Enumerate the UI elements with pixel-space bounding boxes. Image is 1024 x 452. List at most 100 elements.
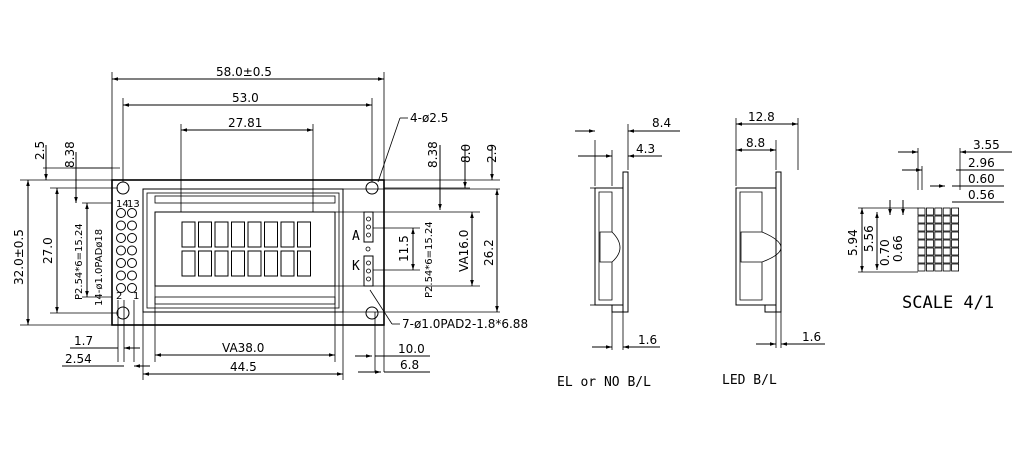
dot bbox=[934, 231, 943, 240]
dim-right-margin-1: 10.0 bbox=[398, 342, 425, 356]
dot bbox=[917, 255, 926, 264]
character-cells bbox=[181, 221, 311, 277]
note-pads: 7-ø1.0PAD2-1.8*6.88 bbox=[402, 317, 528, 331]
char-cell bbox=[280, 250, 295, 277]
pin-hole bbox=[116, 283, 126, 293]
char-cell bbox=[231, 221, 245, 248]
pin-hole bbox=[116, 220, 126, 231]
dim-right-pitch: P2.54*6=15.24 bbox=[424, 221, 435, 298]
pin-hole bbox=[127, 220, 137, 231]
dot bbox=[926, 239, 934, 248]
dim-left-margin-2: 2.54 bbox=[65, 352, 92, 366]
char-cell bbox=[198, 250, 212, 277]
dot bbox=[926, 263, 934, 272]
dot bbox=[942, 215, 951, 224]
dim-top-right-2: 8.0 bbox=[459, 144, 473, 163]
dim-char-area-width: 27.81 bbox=[228, 116, 262, 130]
pin-hole bbox=[116, 233, 126, 243]
dot bbox=[934, 255, 943, 264]
dim-pad-height: 11.5 bbox=[397, 235, 411, 262]
char-cell bbox=[280, 221, 295, 248]
char-cell bbox=[181, 221, 196, 248]
el-dim-pcb: 1.6 bbox=[638, 333, 657, 347]
dot bbox=[926, 231, 934, 240]
dot bbox=[942, 223, 951, 232]
pad-hole bbox=[366, 268, 371, 274]
character-detail: 3.55 2.96 0.60 0.56 5.94 5.56 0.70 0.66 … bbox=[846, 138, 1012, 313]
el-dim-total: 8.4 bbox=[652, 116, 671, 130]
dot bbox=[942, 247, 951, 256]
dim-overall-height: 32.0±0.5 bbox=[12, 229, 26, 285]
led-dim-total: 12.8 bbox=[748, 110, 775, 124]
dot bbox=[917, 207, 926, 216]
led-caption: LED B/L bbox=[722, 373, 777, 388]
detail-w4: 0.56 bbox=[968, 188, 995, 202]
dot bbox=[917, 247, 926, 256]
dot bbox=[926, 247, 934, 256]
dot bbox=[934, 239, 943, 248]
pin-hole bbox=[116, 208, 126, 218]
detail-w1: 3.55 bbox=[973, 138, 1000, 152]
dot bbox=[934, 207, 943, 216]
cathode-pad bbox=[363, 255, 374, 287]
dot bbox=[951, 215, 959, 224]
dot bbox=[934, 223, 943, 232]
dot bbox=[942, 239, 951, 248]
dot bbox=[926, 215, 934, 224]
mount-hole bbox=[116, 181, 130, 195]
viewing-area bbox=[154, 211, 336, 287]
dot bbox=[951, 223, 959, 232]
dim-hole-spacing-height: 27.0 bbox=[41, 237, 55, 264]
detail-h2: 5.56 bbox=[862, 225, 876, 252]
dim-hole-spacing-width: 53.0 bbox=[232, 91, 259, 105]
char-cell bbox=[297, 221, 311, 248]
mount-hole bbox=[116, 306, 130, 320]
dot bbox=[917, 263, 926, 272]
dot bbox=[951, 207, 959, 216]
dot bbox=[934, 263, 943, 272]
pin-hole bbox=[116, 245, 126, 256]
cathode-label: K bbox=[352, 259, 360, 274]
pin-hole bbox=[116, 258, 126, 268]
dim-bezel-height: 26.2 bbox=[482, 239, 496, 266]
dim-left-margin-1: 1.7 bbox=[74, 334, 93, 348]
side-view-el: 8.4 4.3 1.6 EL or NO B/L bbox=[557, 116, 680, 390]
pcb-outline bbox=[111, 179, 385, 326]
el-dim-inner: 4.3 bbox=[636, 142, 655, 156]
pin-hole bbox=[127, 258, 137, 268]
detail-h4: 0.66 bbox=[891, 235, 905, 262]
front-view: 14 13 2 1 A K bbox=[12, 65, 528, 380]
led-dim-pcb: 1.6 bbox=[802, 330, 821, 344]
pin-label-14: 14 bbox=[116, 199, 129, 210]
dim-pin-pitch: P2.54*6=15.24 bbox=[74, 223, 85, 300]
bezel-outline bbox=[142, 188, 344, 313]
scale-label: SCALE 4/1 bbox=[902, 293, 994, 313]
detail-h1: 5.94 bbox=[846, 229, 860, 256]
side-view-led: 12.8 8.8 1.6 LED B/L bbox=[722, 110, 825, 388]
dot bbox=[942, 231, 951, 240]
pin-label-13: 13 bbox=[127, 199, 140, 210]
mount-hole bbox=[365, 306, 379, 320]
dim-overall-width: 58.0±0.5 bbox=[216, 65, 272, 79]
pad-hole bbox=[366, 224, 371, 230]
dot bbox=[934, 247, 943, 256]
char-cell bbox=[198, 221, 212, 248]
pin-hole bbox=[127, 270, 137, 281]
pad-hole bbox=[366, 232, 371, 238]
dim-top-margin-1: 2.5 bbox=[33, 141, 47, 160]
char-cell bbox=[214, 250, 229, 277]
dot bbox=[951, 231, 959, 240]
dim-va-height: VA16.0 bbox=[457, 230, 471, 272]
detail-h3: 0.70 bbox=[878, 239, 892, 266]
char-cell bbox=[247, 221, 262, 248]
char-cell bbox=[264, 250, 278, 277]
dot bbox=[934, 215, 943, 224]
dot bbox=[917, 223, 926, 232]
char-cell bbox=[214, 221, 229, 248]
note-mount-holes: 4-ø2.5 bbox=[410, 111, 448, 125]
anode-label: A bbox=[352, 229, 360, 244]
pin-label-2: 2 bbox=[116, 291, 122, 302]
dim-top-right-1: 8.38 bbox=[426, 141, 440, 168]
pin-label-1: 1 bbox=[133, 291, 139, 302]
